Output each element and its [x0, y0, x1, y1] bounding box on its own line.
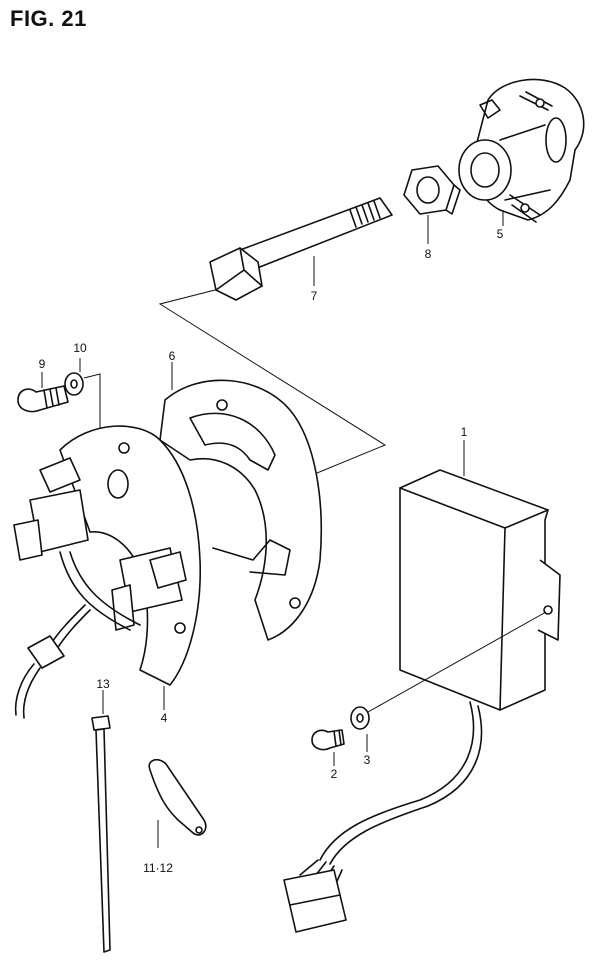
ignitor-cable — [283, 701, 483, 933]
label-part-5: 5 — [497, 227, 504, 241]
label-part-9: 9 — [39, 357, 46, 371]
part-2-screw — [311, 729, 345, 751]
mount-line — [367, 611, 547, 713]
label-part-8: 8 — [425, 247, 432, 261]
label-part-6: 6 — [169, 349, 176, 363]
part-8-nut — [403, 165, 461, 215]
label-part-3: 3 — [364, 753, 371, 767]
label-part-4: 4 — [161, 711, 168, 725]
part-4-base-plate — [13, 425, 202, 719]
label-part-10: 10 — [73, 341, 87, 355]
figure-title: FIG. 21 — [10, 6, 87, 31]
part-3-washer — [350, 706, 370, 730]
part-5-rotor — [458, 78, 585, 223]
label-part-13: 13 — [96, 677, 110, 691]
label-part-2: 2 — [331, 767, 338, 781]
part-13-cable-tie — [91, 715, 111, 953]
label-part-11-12: 11·12 — [143, 861, 173, 875]
label-part-1: 1 — [461, 425, 468, 439]
part-7-bolt — [209, 197, 393, 301]
part-6-gasket — [159, 379, 323, 641]
part-1-ignitor — [399, 469, 561, 711]
assembly-line — [158, 289, 387, 481]
label-part-7: 7 — [311, 289, 318, 303]
part-10-washer — [64, 372, 84, 396]
part-9-screw — [17, 385, 69, 413]
part-11-12-clamp — [148, 758, 207, 836]
